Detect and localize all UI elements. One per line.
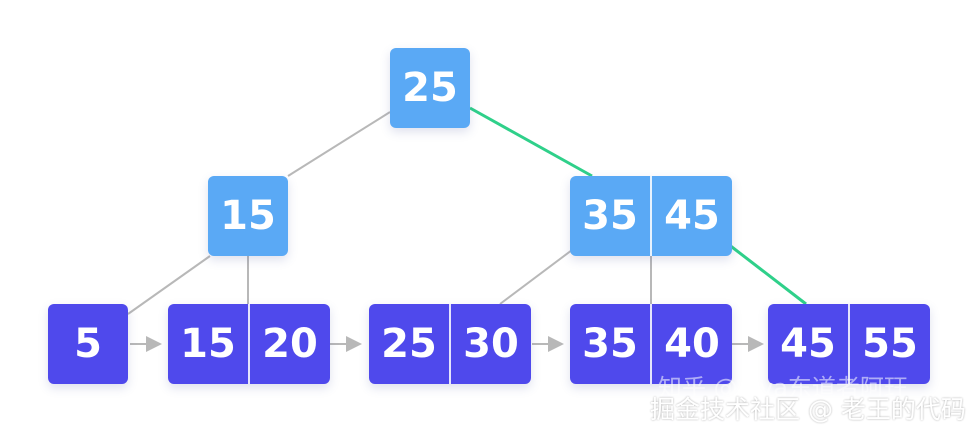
internal-node-key: 15 <box>220 193 276 239</box>
leaf-node-4: 45 55 <box>768 304 930 384</box>
leaf-key: 55 <box>848 304 930 384</box>
internal-node-1: 35 45 <box>570 176 732 256</box>
leaf-node-3: 35 40 <box>570 304 732 384</box>
leaf-key: 40 <box>650 304 732 384</box>
leaf-key: 20 <box>248 304 330 384</box>
leaf-key: 15 <box>180 321 236 367</box>
leaf-key: 30 <box>449 304 531 384</box>
internal-node-key: 35 <box>582 193 638 239</box>
edge-internal-1-to-leaf-4 <box>727 242 807 306</box>
root-node: 25 <box>390 48 470 128</box>
edge-internal-1-to-leaf-2 <box>499 249 573 305</box>
root-key: 25 <box>402 65 458 111</box>
edge-internal-0-to-leaf-0 <box>127 255 211 315</box>
leaf-key: 5 <box>74 321 102 367</box>
internal-node-0: 15 <box>208 176 288 256</box>
watermark-line-1: 知乎 @java东道者阿玨 <box>658 374 908 402</box>
watermark-line-2: 掘金技术社区 @ 老王的代码 <box>650 395 966 424</box>
leaf-node-2: 25 30 <box>369 304 531 384</box>
leaf-key: 35 <box>582 321 638 367</box>
leaf-key: 25 <box>381 321 437 367</box>
leaf-node-1: 15 20 <box>168 304 330 384</box>
edge-root-to-internal-0 <box>287 111 391 177</box>
leaf-key: 45 <box>780 321 836 367</box>
leaf-node-0: 5 <box>48 304 128 384</box>
edge-root-to-internal-1 <box>469 106 593 178</box>
internal-node-key: 45 <box>650 176 732 256</box>
